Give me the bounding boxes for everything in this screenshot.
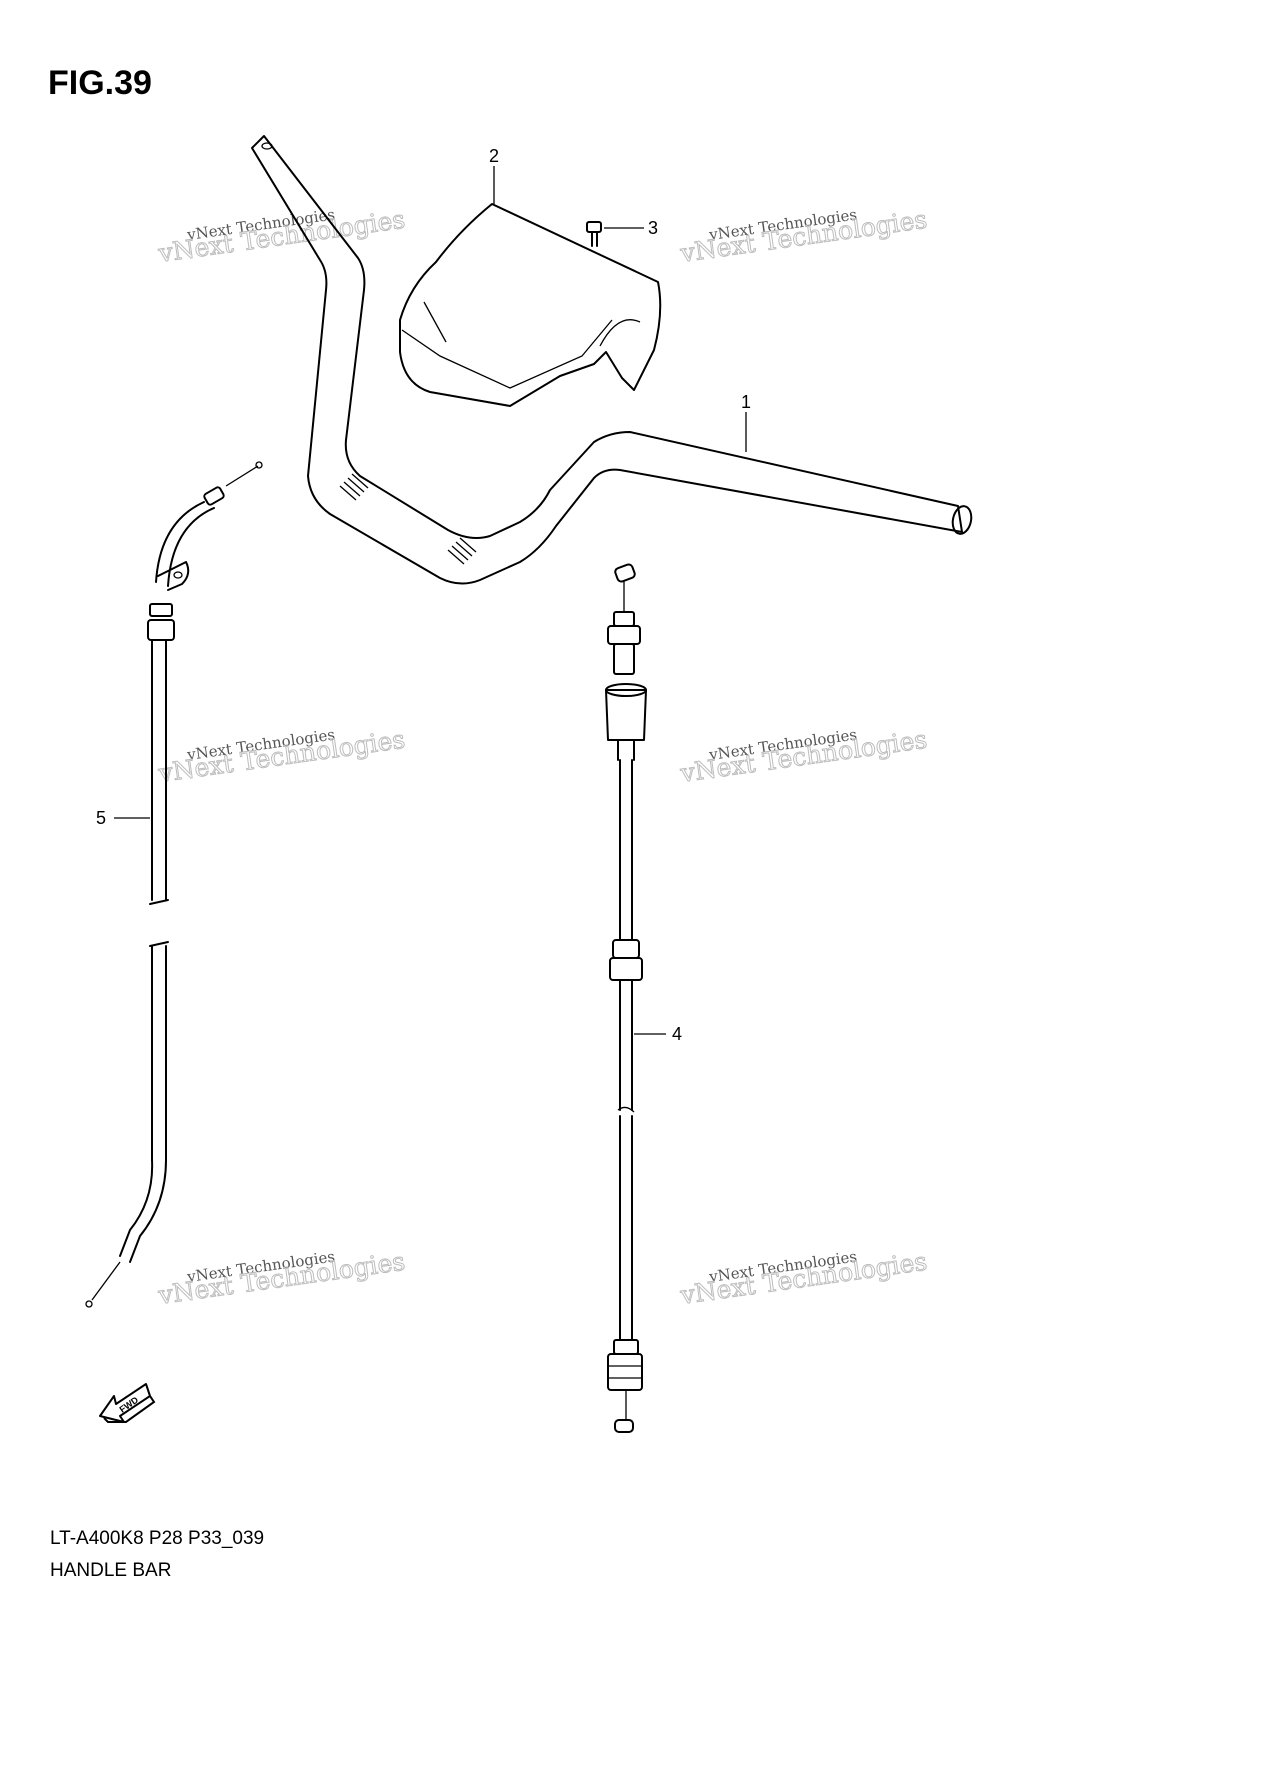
watermark-bottom-right: vNext Technologies vNext Technologies bbox=[677, 1246, 929, 1310]
watermark-bottom-left: vNext Technologies vNext Technologies bbox=[155, 1246, 407, 1310]
watermark-top-left: vNext Technologies vNext Technologies bbox=[155, 204, 407, 268]
callout-1: 1 bbox=[741, 392, 751, 412]
screw-drawing bbox=[586, 221, 602, 247]
watermark-top-right: vNext Technologies vNext Technologies bbox=[677, 204, 929, 268]
callout-2: 2 bbox=[489, 146, 499, 166]
handlebar-drawing bbox=[251, 135, 973, 585]
watermark-mid-left: vNext Technologies vNext Technologies bbox=[155, 724, 407, 788]
section-name: HANDLE BAR bbox=[50, 1560, 172, 1581]
figure-title: FIG.39 bbox=[48, 64, 152, 102]
callout-5: 5 bbox=[96, 808, 106, 828]
fwd-arrow-icon: FWD bbox=[99, 1383, 156, 1423]
callout-4: 4 bbox=[672, 1024, 682, 1044]
callout-leaders bbox=[114, 166, 747, 1035]
callout-3: 3 bbox=[648, 218, 658, 238]
right-cable-drawing bbox=[605, 563, 647, 1433]
handlebar-cover-drawing bbox=[399, 203, 662, 407]
model-code: LT-A400K8 P28 P33_039 bbox=[50, 1528, 265, 1549]
watermark-mid-right: vNext Technologies vNext Technologies bbox=[677, 724, 929, 788]
left-cable-drawing bbox=[85, 461, 263, 1308]
